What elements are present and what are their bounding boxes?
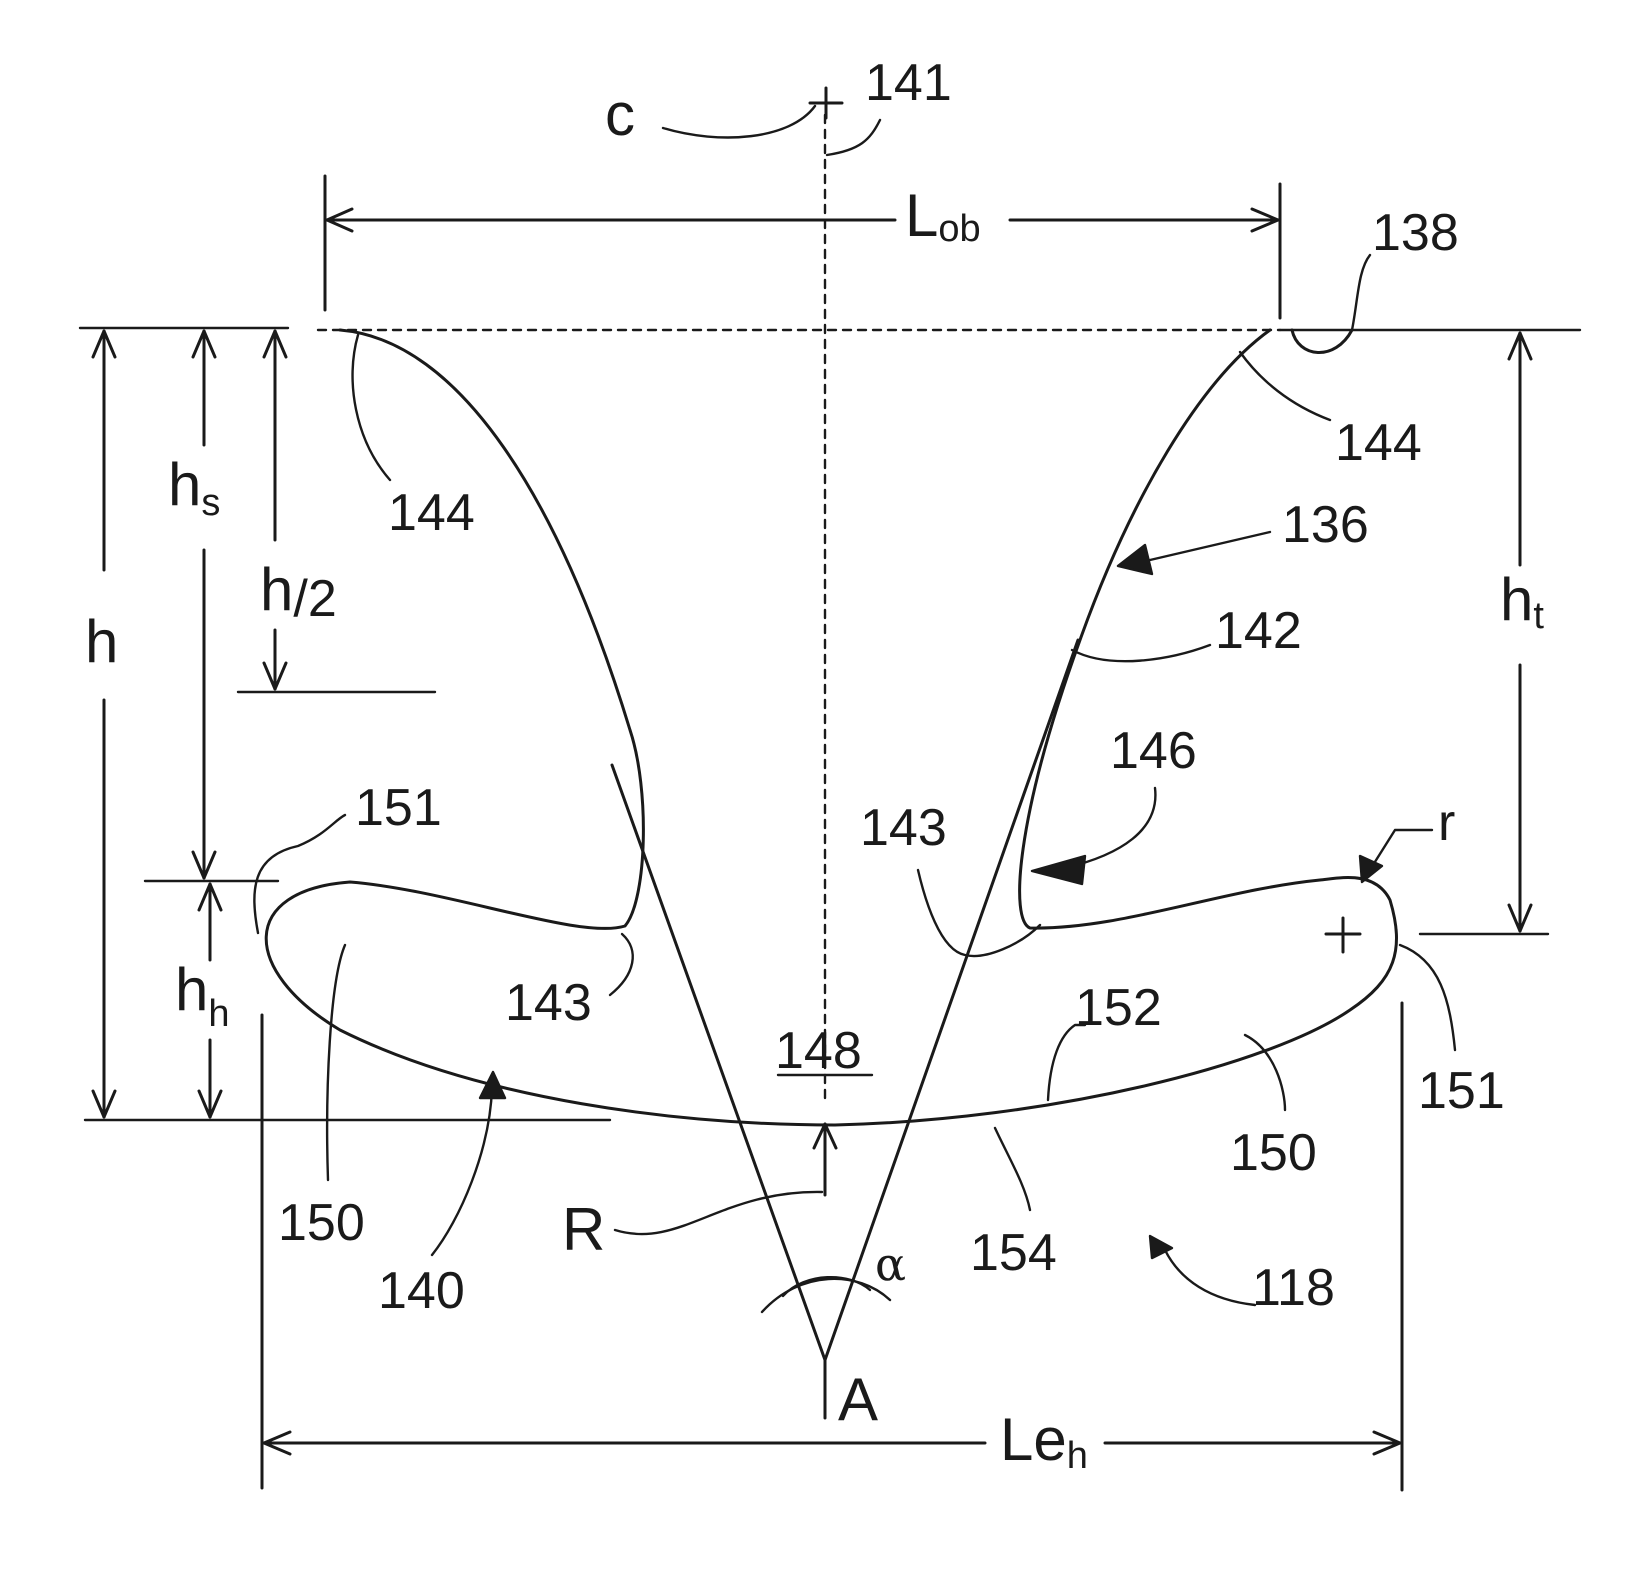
leader-c	[663, 106, 815, 137]
arrowhead-140	[480, 1072, 505, 1098]
arrowhead-146	[1032, 856, 1085, 884]
leader-138	[1352, 255, 1370, 330]
label-lob: Lob	[905, 182, 981, 250]
label-ht: ht	[1500, 566, 1544, 637]
leader-r-large	[615, 1192, 822, 1234]
label-138: 138	[1372, 204, 1459, 262]
label-h: h	[85, 608, 118, 675]
label-136: 136	[1282, 496, 1369, 554]
label-h-half: h/2	[260, 556, 337, 628]
hook-outer-profile-140	[266, 330, 1396, 1125]
label-151-left: 151	[355, 779, 442, 837]
label-148: 148	[775, 1022, 862, 1080]
leader-146	[1065, 788, 1155, 868]
label-144-right: 144	[1335, 414, 1422, 472]
label-hh: hh	[175, 956, 230, 1035]
label-151-right: 151	[1418, 1062, 1505, 1120]
label-140: 140	[378, 1262, 465, 1320]
label-r: r	[1438, 794, 1455, 852]
leader-154	[995, 1128, 1030, 1210]
leader-140	[432, 1088, 492, 1255]
label-118: 118	[1252, 1259, 1335, 1317]
leader-151-right	[1400, 945, 1455, 1050]
label-R: R	[562, 1196, 605, 1263]
arrowhead-136	[1118, 545, 1152, 574]
label-c: c	[605, 81, 635, 148]
leader-144-left	[353, 335, 390, 480]
leader-r	[1373, 830, 1432, 865]
label-142: 142	[1215, 602, 1302, 660]
label-150-right: 150	[1230, 1124, 1317, 1182]
leader-118	[1165, 1250, 1255, 1305]
label-leh: Leh	[1000, 1406, 1088, 1477]
label-143-left: 143	[505, 974, 592, 1032]
leader-136	[1150, 532, 1270, 560]
label-alpha: α	[875, 1237, 906, 1291]
label-A: A	[838, 1366, 878, 1433]
label-152: 152	[1075, 979, 1162, 1037]
label-144-left: 144	[388, 484, 475, 542]
hook-tip-curl-138	[1292, 330, 1352, 353]
label-hs: hs	[168, 451, 220, 524]
label-154: 154	[970, 1224, 1057, 1282]
label-143-right: 143	[860, 799, 947, 857]
label-146: 146	[1110, 722, 1197, 780]
arrowhead-r	[1360, 856, 1382, 882]
leader-142	[1072, 645, 1210, 661]
leader-143-left	[610, 934, 633, 995]
leader-151-left	[254, 815, 345, 933]
label-150-left: 150	[278, 1194, 365, 1252]
leader-141	[827, 120, 880, 155]
angle-arc-outer	[762, 1279, 890, 1312]
center-c-crosshair	[810, 88, 842, 118]
tip-radius-center-crosshair	[1326, 918, 1360, 952]
leader-150-left	[327, 945, 345, 1180]
label-141: 141	[865, 54, 952, 112]
leader-144-right	[1240, 352, 1330, 420]
